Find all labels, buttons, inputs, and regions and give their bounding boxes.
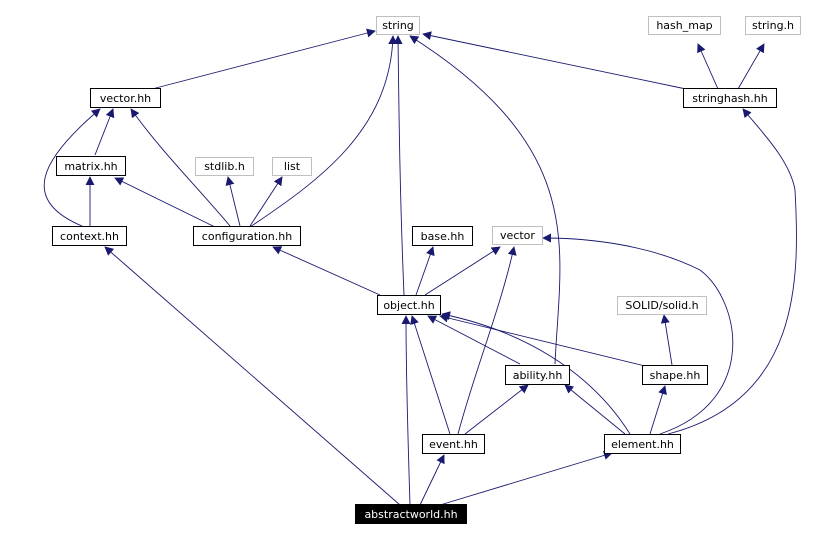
edge-event-hh-to-ability-hh xyxy=(464,384,529,435)
node-object-hh[interactable]: object.hh xyxy=(377,295,441,315)
node-base-hh[interactable]: base.hh xyxy=(412,226,473,246)
edge-event-hh-to-vector xyxy=(457,246,517,435)
edge-element-hh-to-shape-hh xyxy=(649,385,667,435)
node-string: string xyxy=(376,16,420,35)
edge-shape-hh-to-object-hh xyxy=(439,313,646,367)
node-element-hh[interactable]: element.hh xyxy=(604,434,681,454)
node-context-hh[interactable]: context.hh xyxy=(52,226,127,246)
edge-stringhash-hh-to-hash-map xyxy=(697,43,719,90)
edge-vector-hh-to-string xyxy=(151,28,376,90)
edge-element-hh-to-stringhash-hh xyxy=(667,108,797,435)
edge-element-hh-to-object-hh xyxy=(441,311,631,435)
edge-stringhash-hh-to-string-h xyxy=(737,43,765,90)
node-shape-hh[interactable]: shape.hh xyxy=(642,365,708,385)
edge-element-hh-to-vector xyxy=(542,233,734,435)
node-ability-hh[interactable]: ability.hh xyxy=(505,365,570,385)
node-hash-map: hash_map xyxy=(648,16,721,35)
edge-abstractworld-hh-to-context-hh xyxy=(104,246,401,506)
node-abstractworld-hh: abstractworld.hh xyxy=(355,504,467,524)
node-solid-h: SOLID/solid.h xyxy=(617,296,707,315)
edge-abstractworld-hh-to-event-hh xyxy=(419,454,445,506)
edge-configuration-hh-to-string xyxy=(249,35,398,228)
edge-configuration-hh-to-matrix-hh xyxy=(114,177,216,228)
edge-configuration-hh-to-list xyxy=(249,176,283,227)
edge-configuration-hh-to-stdlib-h xyxy=(225,176,241,227)
edge-ability-hh-to-object-hh xyxy=(427,315,521,365)
node-stringhash-hh[interactable]: stringhash.hh xyxy=(683,88,777,108)
edge-object-hh-to-string xyxy=(393,35,405,296)
edge-abstractworld-hh-to-object-hh xyxy=(401,315,411,506)
node-event-hh[interactable]: event.hh xyxy=(422,434,485,454)
edge-configuration-hh-to-vector-hh xyxy=(130,108,231,227)
node-matrix-hh[interactable]: matrix.hh xyxy=(56,156,126,176)
edge-object-hh-to-vector xyxy=(424,246,501,296)
edge-object-hh-to-configuration-hh xyxy=(272,246,381,296)
node-vector: vector xyxy=(492,226,543,245)
edge-object-hh-to-base-hh xyxy=(415,246,435,296)
node-string-h: string.h xyxy=(745,16,801,35)
node-vector-hh[interactable]: vector.hh xyxy=(90,88,161,108)
edge-element-hh-to-ability-hh xyxy=(564,384,626,435)
edge-abstractworld-hh-to-element-hh xyxy=(439,451,613,506)
edge-matrix-hh-to-vector-hh xyxy=(94,108,115,156)
node-configuration-hh[interactable]: configuration.hh xyxy=(193,226,301,246)
edge-event-hh-to-object-hh xyxy=(410,315,451,435)
edge-context-hh-to-vector-hh xyxy=(43,108,101,227)
edge-stringhash-hh-to-string xyxy=(422,31,687,90)
edge-ability-hh-to-string xyxy=(409,35,561,365)
node-stdlib-h: stdlib.h xyxy=(195,157,254,176)
node-list: list xyxy=(272,157,312,176)
edge-shape-hh-to-solid-h xyxy=(660,314,673,366)
